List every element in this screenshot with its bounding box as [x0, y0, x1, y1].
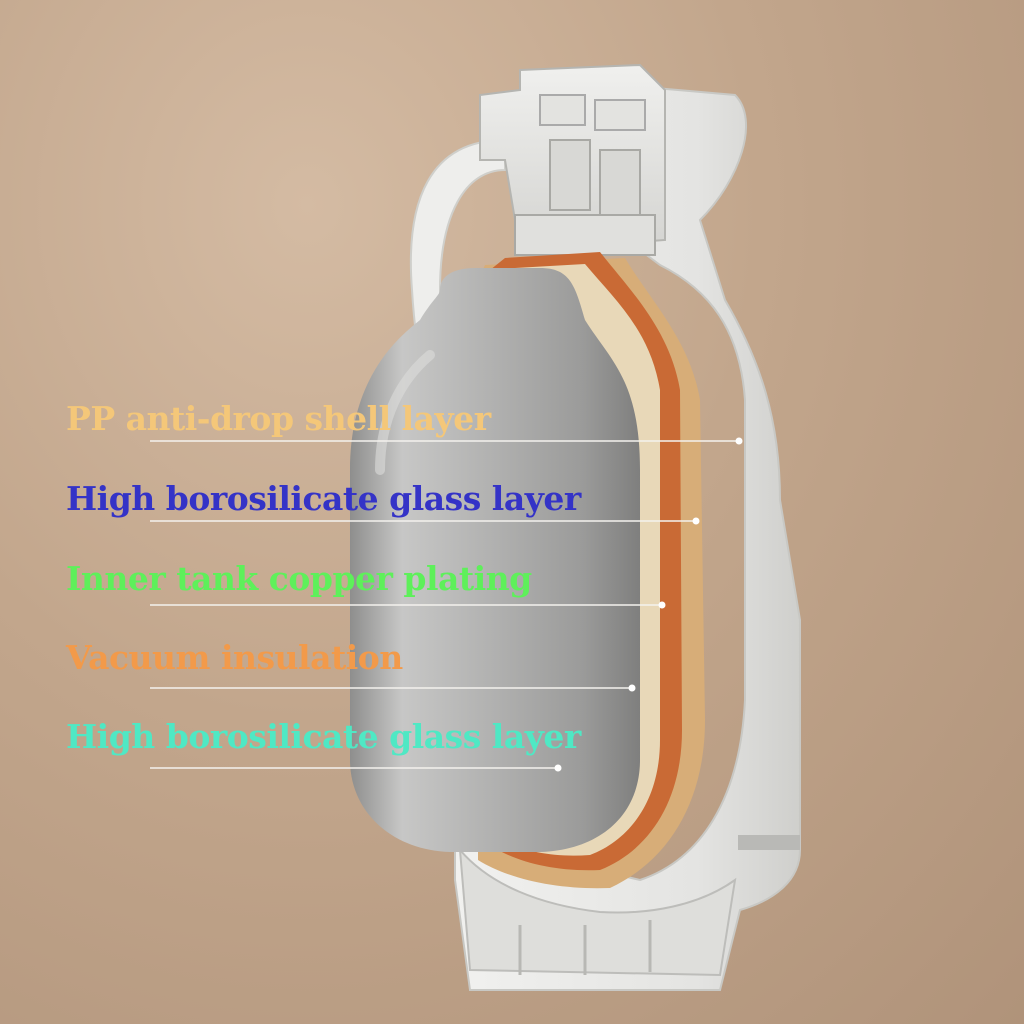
inner-tank	[350, 268, 640, 852]
leader-line-4	[150, 684, 636, 692]
leader-line-2	[150, 517, 700, 525]
label-glass-inner: High borosilicate glass layer	[66, 717, 581, 756]
base-cutaway	[458, 847, 737, 977]
label-vacuum-insulation: Vacuum insulation	[66, 638, 403, 677]
leader-line-5	[150, 764, 562, 772]
label-copper-plating: Inner tank copper plating	[66, 559, 532, 598]
leader-line-3	[150, 601, 666, 609]
label-glass-outer: High borosilicate glass layer	[66, 479, 581, 518]
base-ring	[738, 835, 800, 850]
label-pp-shell: PP anti-drop shell layer	[66, 399, 491, 438]
leader-line-1	[150, 437, 743, 445]
